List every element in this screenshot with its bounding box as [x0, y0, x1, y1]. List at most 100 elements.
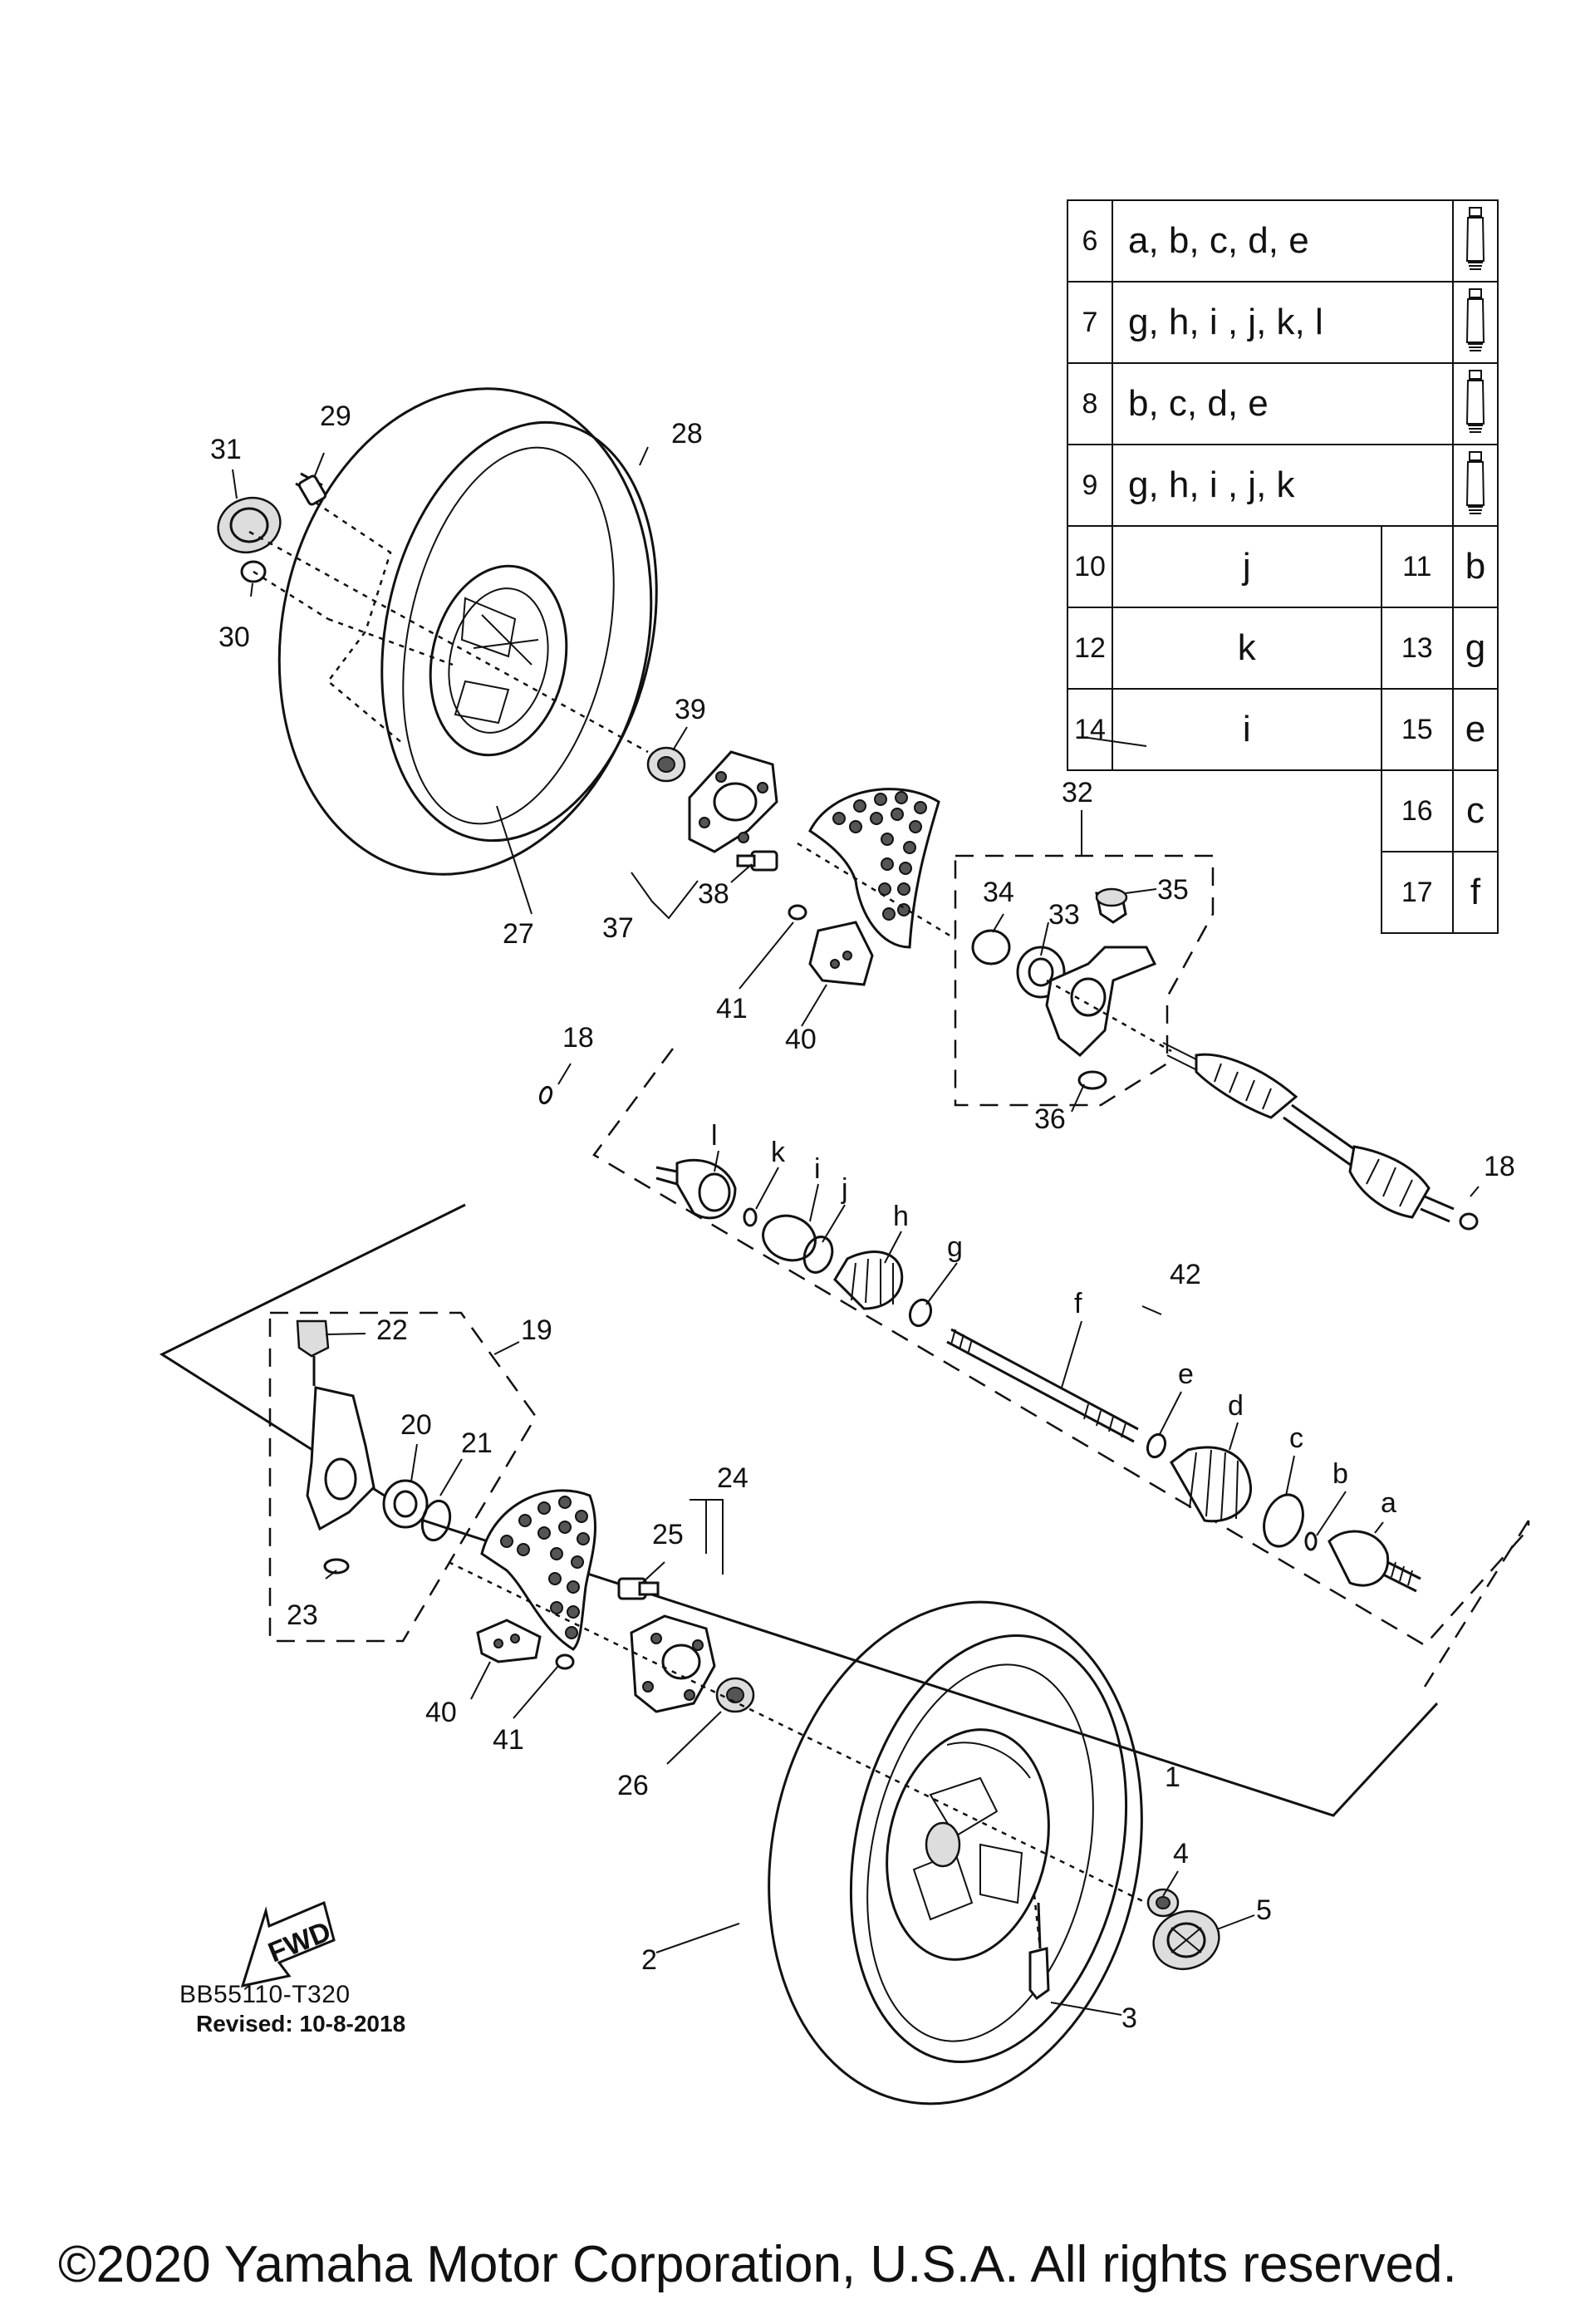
callout-26: 26	[617, 1770, 649, 1801]
legend-val: f	[1452, 851, 1499, 934]
hub-lower-24-25-26	[617, 1577, 755, 1713]
guard-40-41-upper	[788, 904, 874, 986]
legend-val: g	[1452, 607, 1499, 690]
drive-shaft-upper	[1162, 1042, 1479, 1231]
legend-num: 10	[1067, 525, 1113, 608]
callout-23: 23	[287, 1599, 318, 1631]
callout-labels: 1 2 3 4 5 18 18 19 20 21 22 23 24 25 26 …	[210, 400, 1515, 2034]
callout-18-left: 18	[562, 1022, 594, 1054]
callout-41-lower: 41	[493, 1724, 524, 1756]
lower-group-bracket-line	[159, 1203, 1439, 1817]
leader-lines	[232, 446, 1480, 2016]
brake-disc-upper	[808, 788, 940, 949]
legend-pair-row: 10 j 11 b	[1067, 525, 1499, 608]
legend-val: e	[1452, 688, 1499, 771]
callout-d: d	[1228, 1390, 1244, 1422]
callout-e: e	[1178, 1359, 1194, 1390]
legend-val: i	[1112, 688, 1382, 771]
callout-j: j	[841, 1173, 848, 1205]
valve-dotted-lower	[1033, 1894, 1042, 1949]
knuckle-lower-19	[296, 1319, 452, 1575]
legend-parts: g, h, i , j, k	[1112, 444, 1454, 527]
legend-num: 9	[1067, 444, 1113, 527]
legend-num: 14	[1067, 688, 1113, 771]
inner-cv-joint-l	[655, 1158, 737, 1220]
legend-num: 7	[1067, 281, 1113, 364]
legend-row: 6 a, b, c, d, e	[1067, 199, 1499, 283]
callout-22: 22	[376, 1314, 408, 1346]
lugnut-cap-3-4-5	[1028, 1888, 1220, 2001]
legend-row: 8 b, c, d, e	[1067, 362, 1499, 445]
legend-num: 8	[1067, 362, 1113, 445]
copyright-notice: ©2020 Yamaha Motor Corporation, U.S.A. A…	[58, 2236, 1457, 2293]
valve-cap-29-31	[217, 472, 327, 583]
ring-k	[743, 1207, 758, 1227]
callout-a: a	[1381, 1487, 1396, 1519]
hub-37-38-39	[646, 746, 778, 872]
callout-25: 25	[652, 1519, 684, 1550]
shaft-f	[946, 1328, 1139, 1443]
callout-f: f	[1074, 1288, 1082, 1319]
grease-tube-icon	[1452, 444, 1499, 527]
callout-29: 29	[320, 400, 351, 432]
callout-38: 38	[698, 878, 729, 910]
lower-tire-1-2	[768, 1600, 1143, 2105]
legend-pair-row: 12 k 13 g	[1067, 607, 1499, 690]
band-i	[762, 1214, 817, 1262]
legend-num: 13	[1380, 607, 1455, 690]
legend-row: 9 g, h, i , j, k	[1067, 444, 1499, 527]
legend-single-row: 17 f	[1067, 851, 1499, 934]
clip-18-left	[538, 1085, 553, 1105]
callout-28: 28	[671, 418, 703, 450]
callout-40-lower: 40	[425, 1697, 457, 1728]
legend-num: 17	[1380, 851, 1455, 934]
knuckle-group-32	[954, 854, 1215, 1107]
callout-4: 4	[1173, 1838, 1189, 1870]
callout-b: b	[1332, 1458, 1348, 1490]
boot-h	[833, 1250, 904, 1310]
callout-c: c	[1289, 1422, 1303, 1454]
callout-18-right: 18	[1484, 1151, 1515, 1182]
axle-line-upper-right	[797, 842, 1172, 1053]
legend-num: 12	[1067, 607, 1113, 690]
legend-single-row: 16 c	[1067, 769, 1499, 852]
legend-row: 7 g, h, i , j, k, l	[1067, 281, 1499, 364]
legend-parts: b, c, d, e	[1112, 362, 1454, 445]
grease-tube-icon	[1452, 281, 1499, 364]
legend-num: 11	[1380, 525, 1455, 608]
callout-i: i	[814, 1153, 821, 1185]
callout-20: 20	[400, 1409, 432, 1441]
legend-parts: g, h, i , j, k, l	[1112, 281, 1454, 364]
legend-val: c	[1452, 769, 1499, 852]
callout-27: 27	[503, 918, 534, 950]
legend-val: k	[1112, 607, 1382, 690]
callout-5: 5	[1256, 1894, 1272, 1926]
band-g	[908, 1298, 933, 1328]
callout-21: 21	[461, 1427, 493, 1459]
upper-tire-27-28	[277, 387, 658, 876]
callout-41-upper: 41	[716, 993, 748, 1024]
band-j	[802, 1236, 834, 1274]
callout-19: 19	[521, 1314, 552, 1346]
brake-disc-lower	[480, 1489, 596, 1651]
legend-val: j	[1112, 525, 1382, 608]
ring-b	[1304, 1531, 1318, 1551]
callout-36: 36	[1034, 1103, 1066, 1135]
revision-date: Revised: 10-8-2018	[196, 2011, 406, 2037]
callout-40-upper: 40	[785, 1024, 817, 1055]
knuckle-group-19	[268, 1311, 537, 1643]
grease-tube-icon	[1452, 362, 1499, 445]
boot-d	[1170, 1446, 1252, 1523]
callout-l: l	[711, 1120, 718, 1152]
diagram-part-code: BB55110-T320	[179, 1981, 351, 2008]
valve-dotted-path	[253, 501, 454, 744]
axle-line-upper	[248, 530, 649, 754]
band-e	[1146, 1432, 1167, 1459]
callout-1: 1	[1165, 1761, 1180, 1793]
callout-k: k	[771, 1137, 786, 1168]
axle-line-lower	[448, 1560, 1164, 1913]
band-c	[1263, 1493, 1304, 1548]
legend-num: 16	[1380, 769, 1455, 852]
callout-g: g	[947, 1231, 963, 1263]
